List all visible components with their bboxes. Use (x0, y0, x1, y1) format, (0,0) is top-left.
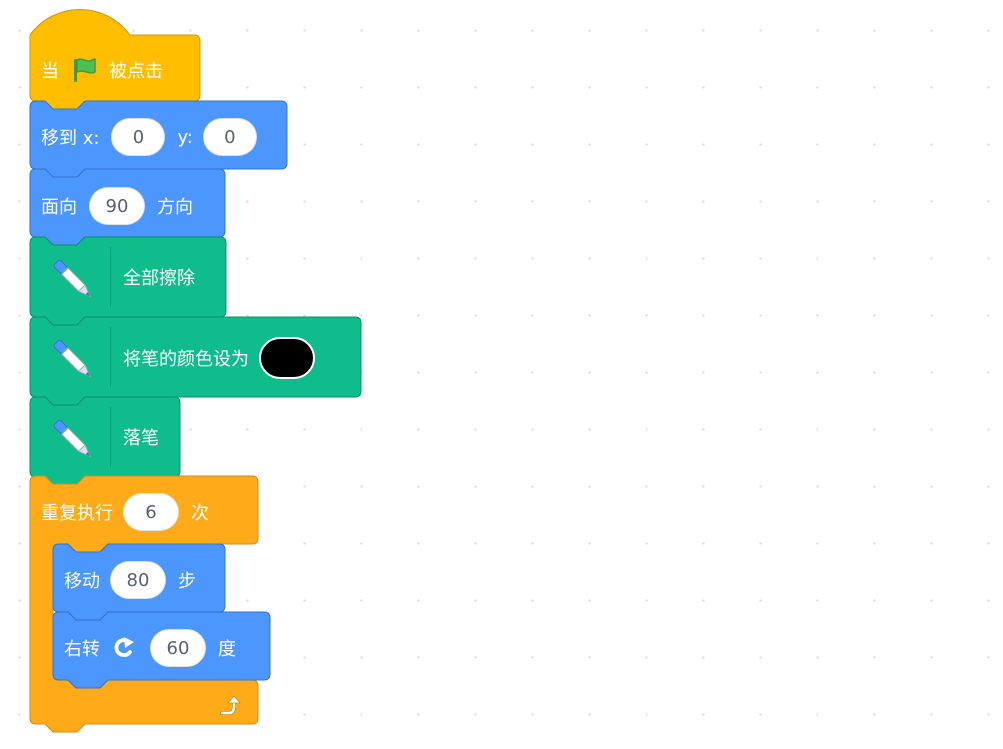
turn-right-block[interactable]: 右转 60 度 (52, 611, 271, 692)
pen-color-picker[interactable] (259, 337, 315, 379)
move-label: 移动 (64, 571, 100, 592)
rotate-right-icon (112, 636, 136, 660)
repeat-label-after: 次 (191, 503, 209, 524)
pen-extension-separator (110, 327, 111, 387)
set-pen-color-label: 将笔的颜色设为 (123, 349, 249, 370)
goto-y-label: y: (177, 126, 193, 148)
goto-x-input[interactable]: 0 (111, 118, 166, 156)
point-label: 面向 (41, 197, 77, 218)
repeat-count-input[interactable]: 6 (123, 493, 179, 531)
pen-down-label: 落笔 (123, 428, 159, 449)
green-flag-icon (71, 57, 99, 83)
move-label-after: 步 (178, 571, 196, 592)
repeat-block[interactable]: 重复执行 6 次 (29, 475, 260, 738)
turn-label-after: 度 (218, 639, 236, 660)
hat-label-clicked: 被点击 (109, 61, 163, 82)
goto-y-input[interactable]: 0 (202, 118, 257, 156)
pen-icon (45, 412, 101, 468)
pen-down-block[interactable]: 落笔 (29, 396, 181, 489)
when-flag-clicked-block[interactable]: 当 被点击 (29, 9, 205, 115)
loop-arrow-icon (218, 694, 242, 716)
turn-degrees-input[interactable]: 60 (150, 629, 206, 667)
pen-extension-separator (110, 247, 111, 307)
set-pen-color-block[interactable]: 将笔的颜色设为 (29, 316, 362, 409)
hat-label-when: 当 (41, 61, 59, 82)
pen-icon (45, 252, 101, 308)
go-to-xy-block[interactable]: 移到 x: 0 y: 0 (29, 100, 288, 181)
goto-label: 移到 x: (41, 128, 100, 149)
pen-icon (45, 332, 101, 388)
move-steps-block[interactable]: 移动 80 步 (52, 543, 226, 624)
turn-label: 右转 (64, 639, 100, 660)
erase-all-label: 全部擦除 (123, 268, 195, 289)
point-in-direction-block[interactable]: 面向 90 方向 (29, 168, 226, 249)
direction-input[interactable]: 90 (89, 187, 145, 225)
repeat-label: 重复执行 (41, 503, 113, 524)
pen-extension-separator (110, 407, 111, 467)
point-label-after: 方向 (157, 197, 193, 218)
erase-all-block[interactable]: 全部擦除 (29, 236, 227, 329)
move-steps-input[interactable]: 80 (110, 561, 166, 599)
